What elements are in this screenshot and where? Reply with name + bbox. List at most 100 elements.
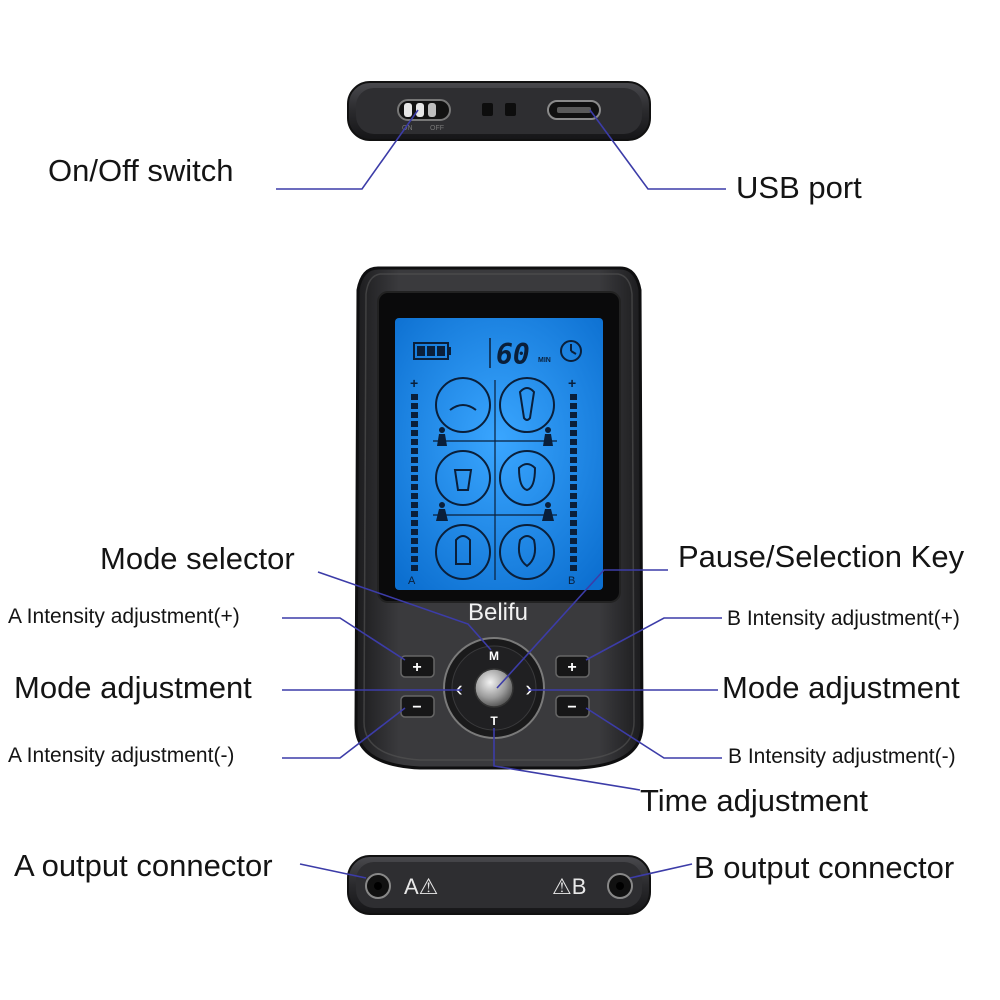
battery-icon — [413, 342, 451, 360]
intensity-segment — [570, 556, 577, 562]
intensity-segment — [411, 484, 418, 490]
label-b-intensity-plus: B Intensity adjustment(+) — [727, 607, 960, 630]
intensity-segment — [570, 421, 577, 427]
a-output-jack[interactable] — [365, 873, 391, 899]
intensity-segment — [411, 502, 418, 508]
b-minus-button[interactable]: − — [555, 695, 590, 718]
intensity-segment — [411, 520, 418, 526]
svg-text:+: + — [412, 659, 421, 676]
intensity-segment — [411, 421, 418, 427]
label-b-intensity-minus: B Intensity adjustment(-) — [728, 745, 956, 768]
led-slot — [482, 103, 493, 116]
mode-icons-grid — [433, 377, 557, 580]
intensity-segment — [570, 448, 577, 454]
mode-right-button[interactable]: › — [525, 676, 532, 701]
mode-selector-button[interactable]: M — [489, 649, 499, 663]
intensity-segment — [411, 457, 418, 463]
intensity-segment — [411, 403, 418, 409]
pause-selection-button[interactable] — [474, 668, 514, 708]
connector-a-label: A⚠ — [404, 874, 438, 899]
figure-icons — [436, 427, 554, 521]
intensity-segment — [570, 520, 577, 526]
leader-a-output — [299, 863, 367, 879]
on-off-switch[interactable] — [397, 99, 451, 121]
leader-a-plus — [282, 617, 406, 661]
leader-b-minus — [585, 707, 722, 759]
usb-port[interactable] — [547, 100, 601, 120]
intensity-segment — [570, 502, 577, 508]
intensity-segment — [570, 439, 577, 445]
intensity-segment — [411, 493, 418, 499]
svg-text:+: + — [410, 375, 418, 391]
intensity-segment — [570, 412, 577, 418]
intensity-segment — [411, 556, 418, 562]
intensity-segment — [411, 448, 418, 454]
intensity-segment — [570, 457, 577, 463]
intensity-segment — [411, 466, 418, 472]
b-plus-button[interactable]: + — [555, 655, 590, 678]
intensity-segment — [411, 529, 418, 535]
intensity-segment — [570, 538, 577, 544]
intensity-segment — [570, 430, 577, 436]
mode-left-button[interactable]: ‹ — [455, 676, 462, 701]
intensity-segment — [411, 565, 418, 571]
svg-text:−: − — [567, 699, 576, 716]
brand-logo: Belifu — [468, 599, 528, 626]
svg-text:A: A — [408, 575, 416, 587]
timer-value: 60 — [496, 338, 530, 371]
timer-unit: MIN — [538, 357, 551, 364]
intensity-segment — [570, 511, 577, 517]
leader-usb — [589, 109, 726, 190]
label-mode-selector: Mode selector — [100, 541, 295, 576]
a-minus-button[interactable]: − — [400, 695, 435, 718]
b-output-jack[interactable] — [607, 873, 633, 899]
intensity-segment — [411, 439, 418, 445]
leader-pause — [496, 569, 668, 689]
leader-on-off — [276, 109, 419, 190]
intensity-segment — [411, 394, 418, 400]
intensity-segment — [411, 412, 418, 418]
svg-text:B: B — [568, 575, 575, 587]
intensity-segment — [570, 475, 577, 481]
intensity-segment — [570, 547, 577, 553]
intensity-segment — [411, 475, 418, 481]
bottom-edge-view: A⚠ ⚠B — [347, 855, 651, 915]
leader-lines — [276, 109, 726, 879]
svg-text:+: + — [568, 375, 576, 391]
intensity-segment — [411, 538, 418, 544]
intensity-segment — [570, 484, 577, 490]
svg-text:−: − — [412, 699, 421, 716]
label-a-output-connector: A output connector — [14, 848, 273, 883]
led-slot — [505, 103, 516, 116]
label-a-intensity-plus: A Intensity adjustment(+) — [8, 605, 240, 628]
front-view: 60 MIN + A + B — [354, 266, 644, 770]
label-usb-port: USB port — [736, 170, 862, 205]
leader-a-minus — [282, 707, 406, 759]
leader-time — [493, 728, 641, 791]
leader-b-plus — [585, 617, 722, 661]
lcd-display: 60 MIN + A + B — [395, 318, 603, 590]
intensity-bar-a: + A — [408, 375, 418, 587]
intensity-segment — [570, 565, 577, 571]
svg-text:+: + — [567, 659, 576, 676]
label-b-output-connector: B output connector — [694, 850, 955, 885]
label-time-adjustment: Time adjustment — [640, 783, 868, 818]
time-adjust-button[interactable]: T — [490, 714, 498, 728]
a-plus-button[interactable]: + — [400, 655, 435, 678]
top-edge-view: ON OFF — [347, 81, 651, 141]
intensity-segment — [570, 529, 577, 535]
leader-mode-selector — [317, 571, 492, 651]
label-mode-adjustment-right: Mode adjustment — [722, 670, 960, 705]
label-on-off-switch: On/Off switch — [48, 153, 234, 188]
leader-b-output — [629, 863, 693, 879]
label-mode-adjustment-left: Mode adjustment — [14, 670, 252, 705]
intensity-segment — [570, 403, 577, 409]
connector-b-label: ⚠B — [552, 874, 586, 899]
intensity-segment — [411, 430, 418, 436]
label-a-intensity-minus: A Intensity adjustment(-) — [8, 744, 235, 767]
intensity-segment — [570, 493, 577, 499]
intensity-segment — [411, 511, 418, 517]
clock-icon — [560, 340, 582, 362]
switch-off-text: OFF — [430, 125, 444, 132]
